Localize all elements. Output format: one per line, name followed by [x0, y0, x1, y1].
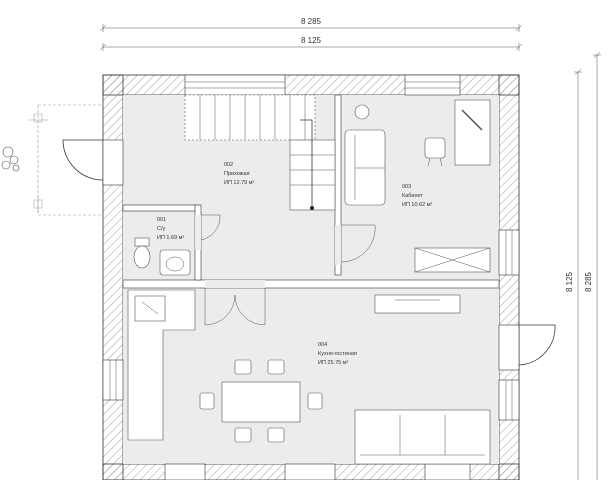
sink-icon [159, 249, 191, 276]
room-004-area: ИП 25.75 м² [318, 360, 349, 366]
dining-table [199, 359, 323, 443]
desk-study [454, 99, 491, 166]
kitchen-counter [127, 289, 196, 441]
kitchen-double-door [204, 280, 266, 326]
right-dimension-outer-label: 8 285 [584, 271, 593, 292]
room-label-004: 004 Кухня-гостиная ИП 25.75 м² [318, 342, 357, 366]
staircase [184, 94, 336, 211]
room-004-number: 004 [318, 342, 327, 348]
right-dimension-outer: 8 285 [584, 51, 601, 480]
sofa-living [354, 409, 491, 465]
room-label-003: 003 Кабинет ИП 10.62 м² [402, 184, 433, 208]
room-001-name: С/у [157, 226, 166, 232]
right-dimension-inner-label: 8 125 [565, 271, 574, 292]
room-002-number: 002 [224, 162, 233, 168]
terrace-door [498, 324, 556, 371]
study-door [335, 224, 376, 265]
room-001-number: 001 [157, 217, 166, 223]
tv-console [374, 294, 461, 314]
windows-top [184, 74, 461, 96]
room-003-name: Кабинет [402, 193, 423, 199]
wc-door [195, 214, 221, 250]
room-002-name: Прихожая [224, 171, 250, 177]
sofa-study [344, 129, 386, 206]
room-003-number: 003 [402, 184, 411, 190]
windows-bottom [164, 463, 471, 480]
room-002-area: ИП 12.79 м² [224, 180, 255, 186]
top-dimension-inner: 8 125 [99, 36, 523, 51]
room-003-area: ИП 10.62 м² [402, 202, 433, 208]
lamp-icon [354, 104, 370, 120]
toilet-icon [133, 237, 151, 269]
top-dimension-outer: 8 285 [99, 17, 523, 32]
right-dimension-inner: 8 125 [565, 68, 582, 480]
entrance-door [62, 139, 124, 186]
porch-outline [28, 104, 103, 216]
room-001-area: ИП 1.69 м² [157, 235, 184, 241]
room-004-name: Кухня-гостиная [318, 351, 357, 357]
windows-side [102, 229, 520, 421]
room-label-002: 002 Прихожая ИП 12.79 м² [224, 162, 255, 186]
top-dimension-inner-label: 8 125 [301, 36, 322, 45]
room-label-001: 001 С/у ИП 1.69 м² [157, 217, 184, 241]
top-dimension-outer-label: 8 285 [301, 17, 322, 26]
shrub-icon [1, 146, 20, 172]
office-chair-icon [424, 137, 446, 167]
wardrobe-study [414, 247, 491, 273]
